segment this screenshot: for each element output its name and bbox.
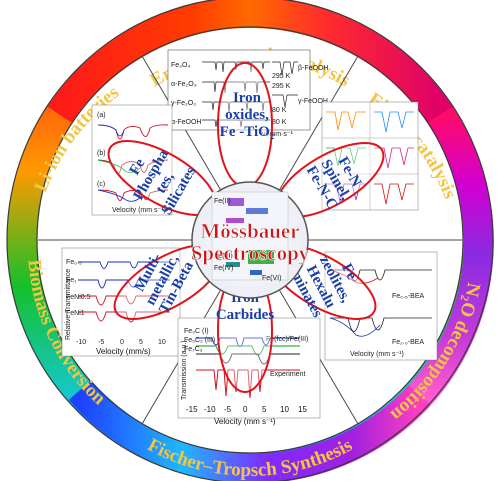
center-title-line1: Mössbauer [200,219,299,243]
panel-phosphates: (a) (b) (c) Velocity (mm s⁻¹) [91,104,173,216]
center-energy-diagram [211,191,289,281]
left-sample-1: Fe₁ [66,277,77,284]
svg-text:Fe₇C₃: Fe₇C₃ [184,346,203,353]
topleft-xlabel: Velocity (mm s⁻¹) [112,207,166,214]
top-phase-0: β-FeOOH [298,65,328,72]
svg-text:Fe -TiO₂: Fe -TiO₂ [220,124,275,140]
bottom-note: Experiment [270,371,305,378]
bottom-ylabel: Transmission (a.u.) [181,340,188,400]
top-temp-3: 80 K [272,119,287,126]
center-title-line2: Spectroscopy [191,241,310,265]
left-sample-2: FeNi0.5 [66,294,91,301]
svg-text:0: 0 [120,339,124,346]
svg-text:-5: -5 [98,339,104,346]
svg-text:-10: -10 [76,339,86,346]
svg-text:Fe(fcc)/Fe(III): Fe(fcc)/Fe(III) [266,336,308,343]
center-species-1: Fe(III) [214,253,233,260]
top-spectra [202,61,298,128]
left-sample-0: Fe₀.₅ [66,259,82,266]
top-temp-0: 295 K [272,73,291,80]
petal-label-iron-oxides: Iron oxides, Fe -TiO₂ [220,90,275,140]
top-temp-1: 295 K [272,83,291,90]
svg-text:15: 15 [298,405,307,414]
center-hub: Fe(II) Fe(III) Fe(IV) Fe(VI) Mössbauer S… [190,181,310,299]
left-xlabel: Velocity (mm/s) [96,347,151,356]
svg-text:-5: -5 [224,405,232,414]
svg-text:Fe₅C₂ (III): Fe₅C₂ (III) [184,337,215,344]
top-phase-1: γ-FeOOH [298,98,328,105]
svg-text:-15: -15 [186,405,198,414]
topleft-panel-b: (b) [97,150,106,157]
svg-text:-10: -10 [204,405,216,414]
svg-text:Iron: Iron [233,90,262,106]
bottom-xlabel: Velocity (mm s⁻¹) [214,417,276,426]
svg-text:Fe₃C (I): Fe₃C (I) [184,328,209,335]
svg-text:Fe: Fe [338,261,360,283]
svg-text:Fe: Fe [127,156,149,178]
top-sample-0: Fe₃O₄ [171,62,190,69]
top-sample-3: α-FeOOH [171,119,202,126]
left-ticks: -10 -5 0 5 10 [76,339,166,346]
top-sample-1: α-Fe₂O₃ [171,81,197,88]
bottom-ticks: -15 -10 -5 0 5 10 15 [186,405,307,414]
right-sample-1: Fe₂.₀-BEA [392,339,424,346]
svg-text:10: 10 [158,339,166,346]
svg-text:10: 10 [280,405,289,414]
svg-text:oxides,: oxides, [225,107,269,123]
panel-n2o-zeolites: Fe₀.₅-BEA Fe₂.₀-BEA Velocity (mm s⁻¹) [324,251,438,361]
center-species-2: Fe(IV) [214,265,233,272]
svg-text:5: 5 [262,405,267,414]
panel-iron-carbides: Fe₃C (I) Fe₅C₂ (III) Fe₇C₃ Fe(fcc)/Fe(II… [177,317,321,426]
center-species-3: Fe(VI) [262,275,281,282]
panel-electrocatalysis-grid [321,101,419,211]
top-temp-2: 80 K [272,107,287,114]
svg-text:Carbides: Carbides [216,307,275,323]
right-sample-0: Fe₀.₅-BEA [392,293,425,300]
right-xlabel: Velocity (mm s⁻¹) [350,351,404,358]
svg-text:0: 0 [243,405,248,414]
svg-text:5: 5 [139,339,143,346]
topleft-panel-a: (a) [97,112,106,119]
petals [107,62,385,393]
bottom-legend: Fe₃C (I) Fe₅C₂ (III) Fe₇C₃ Fe(fcc)/Fe(II… [184,328,308,353]
top-sample-2: γ-Fe₂O₃ [171,100,196,107]
topleft-panel-c: (c) [97,181,105,188]
left-ylabel: Relative Transmittance [65,269,72,340]
top-units: v /mm·s⁻¹ [262,131,294,138]
panel-multimetallic: Fe₀.₅ Fe₁ FeNi0.5 FeNi1 -10 -5 0 5 10 Ve… [61,247,181,357]
left-sample-3: FeNi1 [66,310,85,317]
center-species-0: Fe(II) [214,198,231,205]
